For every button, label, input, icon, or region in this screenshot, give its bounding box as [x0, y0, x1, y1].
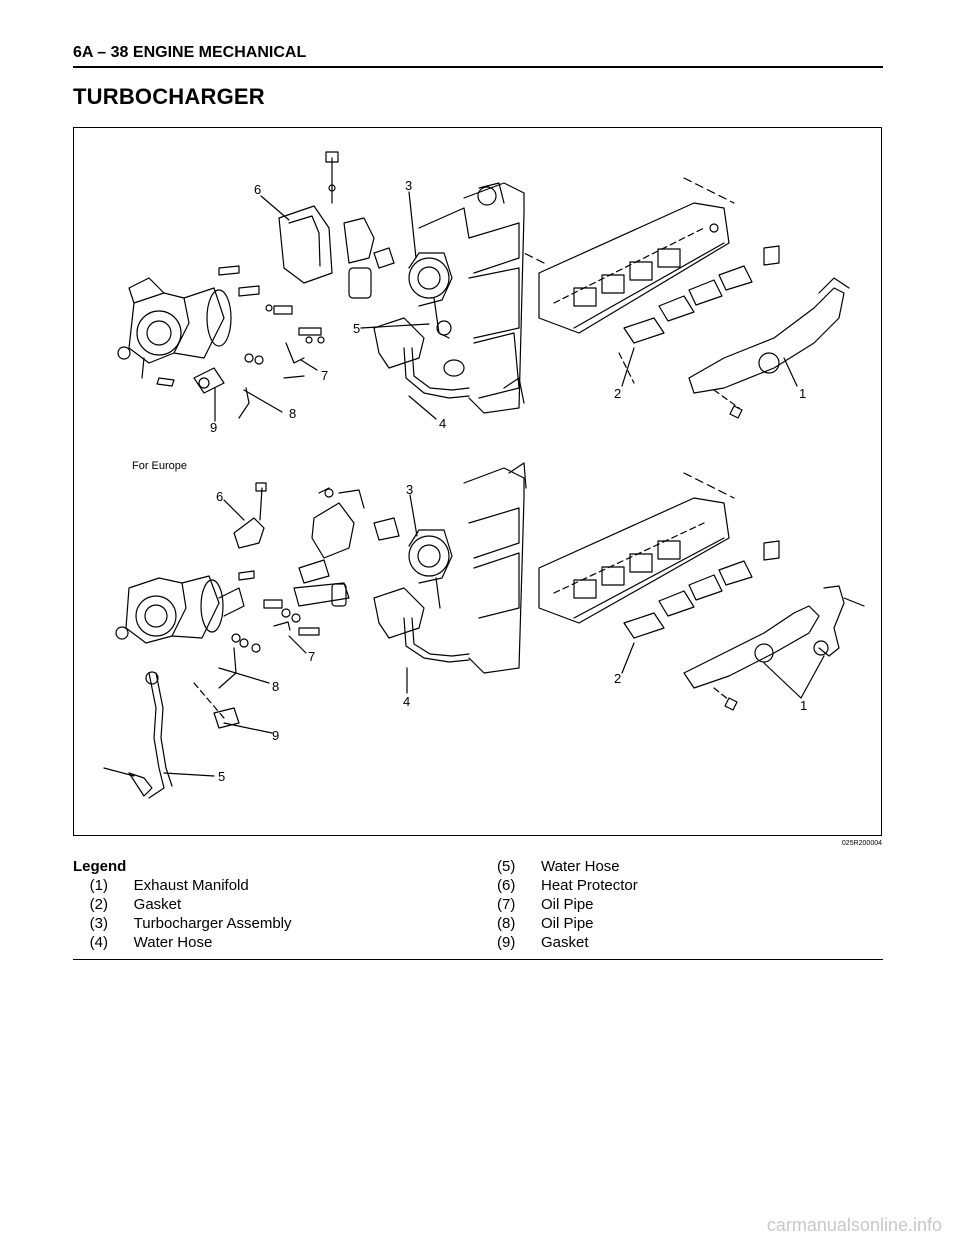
callout-5-lower: 5 — [218, 769, 225, 784]
page-title: TURBOCHARGER — [73, 84, 265, 109]
callout-1-upper: 1 — [799, 386, 806, 401]
legend-item: (2) Gasket — [73, 896, 292, 915]
legend-item: (9) Gasket — [497, 934, 638, 953]
legend-number: (9) — [497, 934, 516, 951]
legend-item: (4) Water Hose — [73, 934, 292, 953]
lower-leader-lines — [163, 494, 825, 777]
legend-label: Exhaust Manifold — [133, 877, 249, 894]
lower-assembly: 6 3 7 8 4 9 5 2 1 — [103, 462, 865, 799]
callout-9-upper: 9 — [210, 420, 217, 435]
legend-number: (2) — [89, 896, 109, 913]
legend-label: Heat Protector — [541, 877, 638, 894]
legend-label: Gasket — [133, 896, 182, 913]
exploded-view-figure: 6 3 5 7 8 9 4 2 1 For Europe — [73, 127, 882, 836]
callout-3-upper: 3 — [405, 178, 412, 193]
upper-hardware — [193, 265, 325, 419]
legend-item: (8) Oil Pipe — [497, 915, 638, 934]
upper-turbo-unit — [117, 277, 232, 387]
callout-4-upper: 4 — [439, 416, 446, 431]
upper-heat-protector — [278, 151, 339, 284]
upper-manifold — [688, 277, 850, 419]
callout-7-lower: 7 — [308, 649, 315, 664]
legend-label: Turbocharger Assembly — [133, 915, 292, 932]
section-heading: 6A – 38 ENGINE MECHANICAL — [73, 44, 307, 61]
callout-8-upper: 8 — [289, 406, 296, 421]
callout-5-upper: 5 — [353, 321, 360, 336]
watermark: carmanualsonline.info — [766, 1215, 942, 1235]
callout-3-lower: 3 — [406, 482, 413, 497]
legend-item: (3) Turbocharger Assembly — [73, 915, 292, 934]
lower-hardware — [193, 570, 320, 729]
lower-gasket — [623, 560, 753, 639]
callout-9-lower: 9 — [272, 728, 279, 743]
callout-4-lower: 4 — [403, 694, 410, 709]
lower-turbo-unit — [115, 575, 245, 644]
legend-heading: Legend — [73, 858, 127, 875]
callout-7-upper: 7 — [321, 368, 328, 383]
callout-6-upper: 6 — [254, 182, 261, 197]
turbocharger-diagram: 6 3 5 7 8 9 4 2 1 For Europe — [103, 151, 865, 799]
upper-gasket — [618, 265, 753, 384]
legend-label: Gasket — [541, 934, 589, 951]
callout-2-upper: 2 — [614, 386, 621, 401]
upper-engine-block — [373, 182, 525, 414]
legend-item: (1) Exhaust Manifold — [73, 877, 292, 896]
legend-item: (7) Oil Pipe — [497, 896, 638, 915]
upper-turbo-mounted — [408, 252, 453, 339]
page-header: 6A – 38 ENGINE MECHANICAL — [73, 40, 883, 68]
callout-8-lower: 8 — [272, 679, 279, 694]
callout-1-lower: 1 — [800, 698, 807, 713]
legend-column-left: Legend (1) Exhaust Manifold (2) Gasket (3)… — [73, 858, 292, 953]
lower-manifold — [683, 585, 865, 711]
lower-cylinder-head — [538, 472, 780, 624]
legend-label: Water Hose — [133, 934, 213, 951]
upper-cylinder-head — [523, 177, 780, 334]
legend-label: Water Hose — [541, 858, 620, 875]
legend-item: (6) Heat Protector — [497, 877, 638, 896]
legend-label: Oil Pipe — [541, 896, 594, 913]
callout-6-lower: 6 — [216, 489, 223, 504]
callout-2-lower: 2 — [614, 671, 621, 686]
figure-code: 025R200004 — [841, 840, 882, 847]
legend-number: (1) — [89, 877, 109, 894]
upper-outlet-parts — [343, 217, 395, 299]
lower-heat-protector — [233, 482, 267, 549]
upper-assembly: 6 3 5 7 8 9 4 2 1 — [117, 151, 850, 435]
upper-leader-lines — [214, 191, 798, 422]
lower-outlet-parts — [293, 487, 400, 607]
legend-item: (5) Water Hose — [497, 858, 638, 877]
bottom-rule — [73, 959, 883, 960]
legend-number: (6) — [497, 877, 516, 894]
legend-number: (4) — [89, 934, 109, 951]
legend-number: (5) — [497, 858, 516, 875]
legend-column-right: (5) Water Hose (6) Heat Protector (7) Oil P… — [497, 858, 638, 953]
legend-number: (3) — [89, 915, 109, 932]
lower-engine-block — [373, 462, 527, 674]
legend-number: (7) — [497, 896, 516, 913]
legend-label: Oil Pipe — [541, 915, 594, 932]
lower-turbo-mounted — [408, 529, 453, 609]
for-europe-note: For Europe — [132, 460, 187, 472]
legend-number: (8) — [497, 915, 516, 932]
lower-water-pipe — [103, 671, 173, 799]
